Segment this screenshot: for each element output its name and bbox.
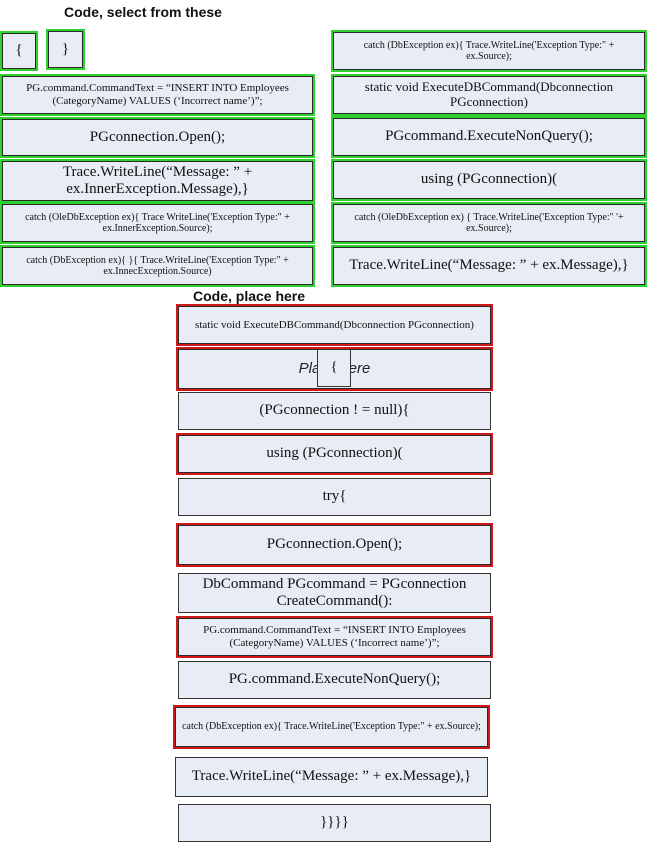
slot-label: using (PGconnection)( xyxy=(266,445,403,462)
target-heading: Code, place here xyxy=(193,288,306,304)
code-tile-close-brace[interactable]: } xyxy=(46,29,85,70)
slot-label: catch (DbException ex){ Trace.WriteLine(… xyxy=(182,721,481,733)
tile-label: catch (OleDbException ex){ Trace WriteLi… xyxy=(25,211,290,235)
slot-3-null-check[interactable]: (PGconnection ! = null){ xyxy=(178,392,491,430)
tile-label: using (PGconnection)( xyxy=(420,171,558,188)
slot-8-commandtext[interactable]: PG.command.CommandText = “INSERT INTO Em… xyxy=(176,616,493,658)
source-heading: Code, select from these xyxy=(64,4,222,20)
code-tile-catch-oledb-inner[interactable]: catch (OleDbException ex){ Trace WriteLi… xyxy=(0,202,315,244)
slot-label: Trace.WriteLine(“Message: ” + ex.Message… xyxy=(191,768,472,785)
code-tile-static-void-execute[interactable]: static void ExecuteDBCommand(Dbconnectio… xyxy=(331,74,647,116)
tile-label: PG.command.CommandText = “INSERT INTO Em… xyxy=(26,82,289,107)
slot-label: PGconnection.Open(); xyxy=(266,536,403,553)
slot-12-closing-braces[interactable]: }}}} xyxy=(178,804,491,842)
dragged-tile-label: { xyxy=(330,360,338,375)
code-tile-catch-dbexception-source[interactable]: catch (DbException ex){ Trace.WriteLine(… xyxy=(331,30,647,72)
slot-5-try[interactable]: try{ xyxy=(178,478,491,516)
code-tile-catch-dbexception-inner[interactable]: catch (DbException ex){ }{ Trace.WriteLi… xyxy=(0,245,315,287)
slot-label: PG.command.CommandText = “INSERT INTO Em… xyxy=(203,624,466,649)
slot-1-static-void[interactable]: static void ExecuteDBCommand(Dbconnectio… xyxy=(176,304,493,346)
code-tile-execute-nonquery[interactable]: PGcommand.ExecuteNonQuery(); xyxy=(331,116,647,158)
slot-label: DbCommand PGcommand = PGconnection Creat… xyxy=(202,575,467,609)
slot-6-connection-open[interactable]: PGconnection.Open(); xyxy=(176,523,493,567)
tile-label: PGconnection.Open(); xyxy=(89,128,226,145)
tile-label: Trace.WriteLine(“Message: ” + ex.InnerEx… xyxy=(62,163,253,197)
dragged-brace-tile[interactable]: { xyxy=(317,349,351,387)
slot-label: static void ExecuteDBCommand(Dbconnectio… xyxy=(195,318,474,331)
slot-label: PG.command.ExecuteNonQuery(); xyxy=(228,671,441,688)
code-tile-catch-oledb-source[interactable]: catch (OleDbException ex) { Trace.WriteL… xyxy=(331,202,647,244)
code-tile-using-connection[interactable]: using (PGconnection)( xyxy=(331,159,647,201)
tile-label: Trace.WriteLine(“Message: ” + ex.Message… xyxy=(349,257,629,274)
code-tile-trace-inner-message[interactable]: Trace.WriteLine(“Message: ” + ex.InnerEx… xyxy=(0,159,315,203)
tile-label: catch (DbException ex){ Trace.WriteLine(… xyxy=(363,39,615,63)
tile-label: static void ExecuteDBCommand(Dbconnectio… xyxy=(364,79,614,109)
code-tile-connection-open[interactable]: PGconnection.Open(); xyxy=(0,117,315,158)
slot-label: }}}} xyxy=(320,814,349,831)
tile-label: catch (OleDbException ex) { Trace.WriteL… xyxy=(354,211,624,235)
slot-7-create-command[interactable]: DbCommand PGcommand = PGconnection Creat… xyxy=(178,573,491,613)
tile-label: { xyxy=(15,42,23,59)
slot-9-execute-nonquery[interactable]: PG.command.ExecuteNonQuery(); xyxy=(178,661,491,699)
tile-label: PGcommand.ExecuteNonQuery(); xyxy=(385,128,593,145)
slot-10-catch[interactable]: catch (DbException ex){ Trace.WriteLine(… xyxy=(173,705,490,749)
slot-4-using[interactable]: using (PGconnection)( xyxy=(176,433,493,475)
code-tile-commandtext-insert[interactable]: PG.command.CommandText = “INSERT INTO Em… xyxy=(0,74,315,116)
tile-label: } xyxy=(61,40,70,57)
code-tile-trace-message[interactable]: Trace.WriteLine(“Message: ” + ex.Message… xyxy=(331,245,647,287)
slot-11-trace-message[interactable]: Trace.WriteLine(“Message: ” + ex.Message… xyxy=(175,757,488,797)
slot-label: try{ xyxy=(322,488,347,505)
tile-label: catch (DbException ex){ }{ Trace.WriteLi… xyxy=(26,254,289,278)
code-tile-open-brace[interactable]: { xyxy=(0,31,38,71)
slot-label: (PGconnection ! = null){ xyxy=(259,402,410,419)
